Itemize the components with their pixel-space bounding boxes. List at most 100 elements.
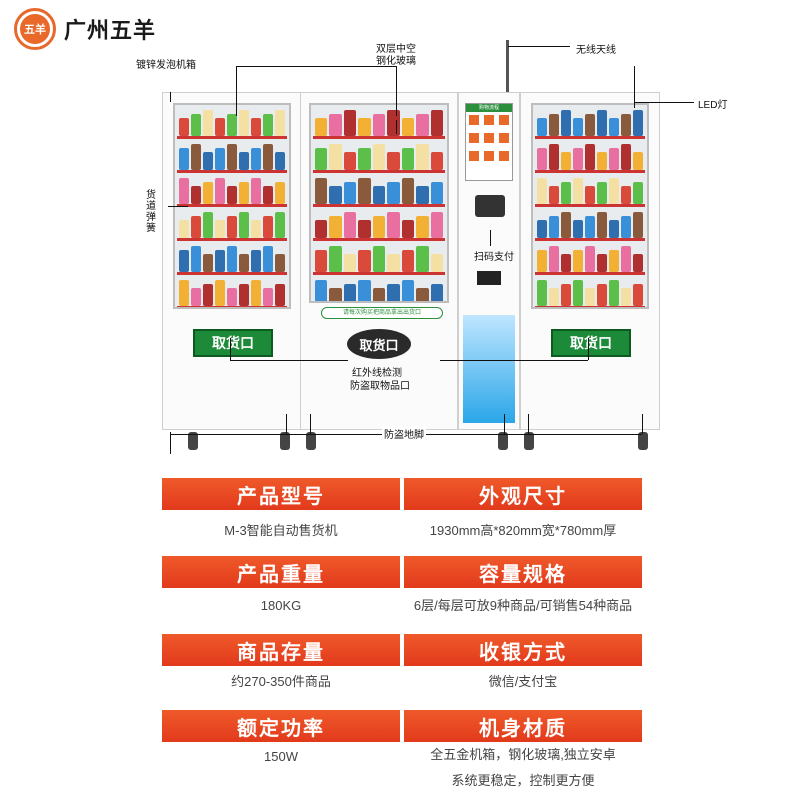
product-shelf	[177, 211, 287, 241]
product-item	[401, 250, 415, 272]
product-item	[430, 284, 443, 301]
screen-header: 购物流程	[466, 104, 512, 112]
product-item	[416, 144, 429, 170]
callout-infrared: 红外线检测	[352, 368, 402, 379]
product-item	[430, 110, 443, 136]
product-item	[263, 246, 273, 272]
product-item	[215, 220, 225, 238]
product-item	[585, 246, 595, 272]
product-shelf	[177, 279, 287, 307]
product-item	[251, 118, 261, 136]
product-item	[358, 178, 371, 204]
product-item	[416, 246, 429, 272]
center-pickup-port: 取货口	[347, 329, 411, 359]
spec-value: 全五金机箱，钢化玻璃,独立安卓	[430, 747, 616, 762]
product-item	[621, 186, 631, 204]
product-item	[401, 178, 415, 204]
product-item	[251, 220, 261, 238]
product-item	[416, 216, 429, 238]
product-item	[191, 246, 201, 272]
brand-logo-text: 五羊	[20, 14, 50, 44]
product-item	[275, 254, 285, 272]
product-item	[275, 212, 285, 238]
product-shelf	[177, 109, 287, 139]
product-item	[609, 280, 619, 306]
spec-value: 180KG	[260, 598, 302, 613]
right-pickup-sign: 取货口	[551, 329, 631, 357]
product-item	[573, 250, 583, 272]
product-item	[329, 216, 342, 238]
product-item	[203, 212, 213, 238]
product-item	[239, 212, 249, 238]
spec-label: 收银方式	[404, 634, 642, 666]
product-item	[387, 182, 400, 204]
payment-panel: 购物流程	[458, 92, 520, 430]
product-item	[275, 110, 285, 136]
product-item	[358, 148, 371, 170]
spec-label: 外观尺寸	[404, 478, 642, 510]
product-item	[609, 148, 619, 170]
product-item	[191, 186, 201, 204]
caster-wheel-icon	[498, 432, 508, 450]
product-item	[315, 148, 328, 170]
product-item	[203, 284, 213, 306]
product-shelf	[313, 279, 445, 301]
caster-wheel-icon	[306, 432, 316, 450]
spec-label: 额定功率	[162, 710, 400, 742]
product-item	[561, 110, 571, 136]
spec-value: 1930mm高*820mm宽*780mm厚	[429, 523, 617, 538]
product-item	[633, 254, 643, 272]
brand-header: 五羊 广州五羊	[14, 8, 156, 50]
product-item	[561, 212, 571, 238]
product-shelf	[313, 177, 445, 207]
product-item	[561, 182, 571, 204]
callout-led: LED灯	[698, 100, 728, 111]
product-item	[239, 284, 249, 306]
product-item	[263, 114, 273, 136]
product-item	[227, 288, 237, 306]
product-shelf	[535, 279, 645, 307]
product-shelf	[535, 143, 645, 173]
product-item	[537, 178, 547, 204]
product-item	[239, 182, 249, 204]
caster-wheel-icon	[524, 432, 534, 450]
brand-name: 广州五羊	[64, 18, 157, 43]
spec-value: 微信/支付宝	[488, 674, 558, 689]
product-item	[179, 178, 189, 204]
product-item	[263, 186, 273, 204]
callout-scan-pay: 扫码支付	[474, 252, 514, 263]
right-cabinet: 取货口	[520, 92, 660, 430]
product-shelf	[177, 143, 287, 173]
product-item	[227, 144, 237, 170]
product-item	[343, 254, 357, 272]
caster-wheel-icon	[638, 432, 648, 450]
product-item	[585, 288, 595, 306]
product-item	[251, 178, 261, 204]
product-item	[537, 118, 547, 136]
product-item	[609, 220, 619, 238]
coin-slot-icon	[477, 271, 501, 285]
product-item	[329, 144, 342, 170]
product-item	[251, 250, 261, 272]
spec-label: 机身材质	[404, 710, 642, 742]
product-item	[179, 220, 189, 238]
product-item	[401, 118, 415, 136]
product-item	[597, 212, 607, 238]
product-item	[597, 152, 607, 170]
product-item	[275, 284, 285, 306]
spec-label: 产品重量	[162, 556, 400, 588]
product-item	[633, 152, 643, 170]
product-item	[573, 220, 583, 238]
product-item	[329, 114, 342, 136]
product-item	[561, 284, 571, 306]
product-item	[251, 280, 261, 306]
product-item	[215, 118, 225, 136]
product-item	[227, 216, 237, 238]
product-shelf	[177, 177, 287, 207]
left-pickup-sign: 取货口	[193, 329, 273, 357]
product-item	[358, 220, 371, 238]
center-glass-window	[309, 103, 449, 303]
product-item	[537, 250, 547, 272]
product-item	[358, 250, 371, 272]
brand-logo: 五羊	[14, 8, 56, 50]
